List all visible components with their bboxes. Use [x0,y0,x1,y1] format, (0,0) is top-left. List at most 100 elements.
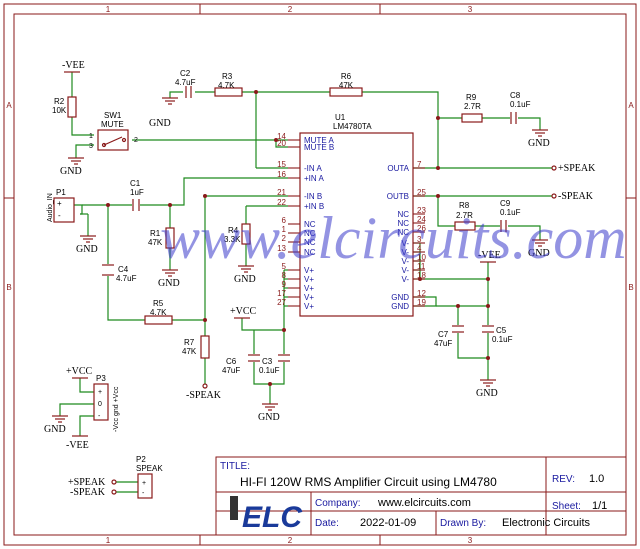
ic-pin-number: 2 [282,234,287,243]
ic-pin-name: V+ [304,266,314,275]
ic-pin-name: V+ [304,293,314,302]
company-label: Company: [315,498,361,509]
connector-p1: + - P1 Audio_IN [47,188,75,223]
title-value: HI-FI 120W RMS Amplifier Circuit using L… [240,475,497,489]
ic-pin-name: MUTE B [304,143,334,152]
junctions [106,90,490,386]
ic-pin-number: 22 [277,198,286,207]
grid-row-label: A [628,101,634,110]
p1-val: Audio_IN [47,193,54,222]
sw1-val: MUTE [101,120,124,129]
capacitor-c5: C5 0.1uF [482,325,513,344]
ic-pin-name: -IN B [304,192,322,201]
outer-frame [3,3,637,546]
connector-p2: + - P2 SPEAK [111,455,163,499]
svg-text:-: - [58,211,61,220]
ic-pin-number: 10 [417,253,426,262]
net-vcc-p3: +VCC [66,366,93,377]
ic-pin-name: V- [401,239,409,248]
r8-ref: R8 [459,201,470,210]
ic-pin-name: NC [397,228,409,237]
ic-pin-name: V- [401,266,409,275]
ic-u1-ref: U1 [335,113,346,122]
ic-pin-number: 3 [417,235,422,244]
resistor-r5: R5 4.7K [144,299,173,325]
net-p2-pos: +SPEAK [68,477,106,488]
ic-pin-name: NC [304,248,316,257]
ic-pin-name: V- [401,257,409,266]
svg-text:+: + [142,480,146,487]
ic-pin-number: 5 [282,262,287,271]
grid-col-label: 2 [288,536,293,545]
ic-pin-name: +IN B [304,202,324,211]
p1-ref: P1 [56,188,66,197]
ic-pin-name: V+ [304,302,314,311]
ic-pin-number: 21 [277,188,286,197]
rev-value: 1.0 [589,473,604,485]
gnd-symbol: GND [528,239,550,259]
svg-text:-: - [98,413,101,420]
ic-pin-number: 17 [277,289,286,298]
p2-ref: P2 [136,455,146,464]
sheet-label: Sheet: [552,501,581,512]
gnd-symbol: GND [258,403,280,423]
ic-pin-name: NC [304,220,316,229]
c5-val: 0.1uF [492,335,513,344]
gnd-symbol: GND [76,235,98,255]
c4-val: 4.7uF [116,274,137,283]
gnd-label: GND [76,244,98,255]
capacitor-c2: C2 4.7uF [175,69,196,98]
capacitor-c6: C6 47uF [222,354,260,375]
ic-pin-name: V+ [304,284,314,293]
connector-p3: + 0 - P3 -Vcc gnd +Vcc [93,374,120,432]
gnd-label: GND [528,248,550,259]
grid-col-label: 2 [288,5,293,14]
title-block: TITLE: HI-FI 120W RMS Amplifier Circuit … [215,456,627,536]
ic-pin-name: GND [391,302,409,311]
gnd-symbol: GND [158,269,180,289]
resistor-r7: R7 47K [182,335,210,359]
ic-pin-number: 26 [417,224,426,233]
sheet-value: 1/1 [592,500,607,512]
p3-val: -Vcc gnd +Vcc [113,386,120,432]
ic-pin-number: 27 [277,298,286,307]
net-speak-neg: -SPEAK [558,191,594,202]
c8-val: 0.1uF [510,100,531,109]
gnd-symbol: GND [44,415,68,435]
ic-pin-number: 4 [417,244,422,253]
grid-col-label: 3 [468,536,473,545]
gnd-label: GND [158,278,180,289]
ic-pin-name: NC [304,238,316,247]
ic-pin-name: NC [304,229,316,238]
svg-text:-: - [142,490,145,497]
capacitor-c4: C4 4.7uF [102,264,137,283]
svg-text:0: 0 [98,401,102,408]
r7-ref: R7 [184,338,195,347]
rev-label: REV: [552,474,575,485]
ic-pin-number: 11 [417,262,426,271]
company-value: www.elcircuits.com [377,497,471,509]
c6-ref: C6 [226,357,237,366]
ic-pin-name: NC [397,210,409,219]
sw1-ref: SW1 [104,111,122,120]
c7-val: 47uF [434,339,452,348]
c3-ref: C3 [262,357,273,366]
gnd-label: GND [476,388,498,399]
grid-col-label: 1 [106,5,111,14]
ic-pin-number: 6 [282,216,287,225]
ic-pin-number: 13 [277,244,286,253]
speak-neg-terminal [551,193,557,199]
ic-pin-number: 25 [417,188,426,197]
net-vcc-c6: +VCC [230,306,257,317]
gnd-label: GND [60,166,82,177]
p2-val: SPEAK [136,464,163,473]
ic-pin-name: V+ [304,275,314,284]
ic-pin-number: 16 [277,170,286,179]
ic-pin-number: 8 [282,271,287,280]
switch-sw1: SW1 MUTE 1 3 2 [89,111,138,151]
